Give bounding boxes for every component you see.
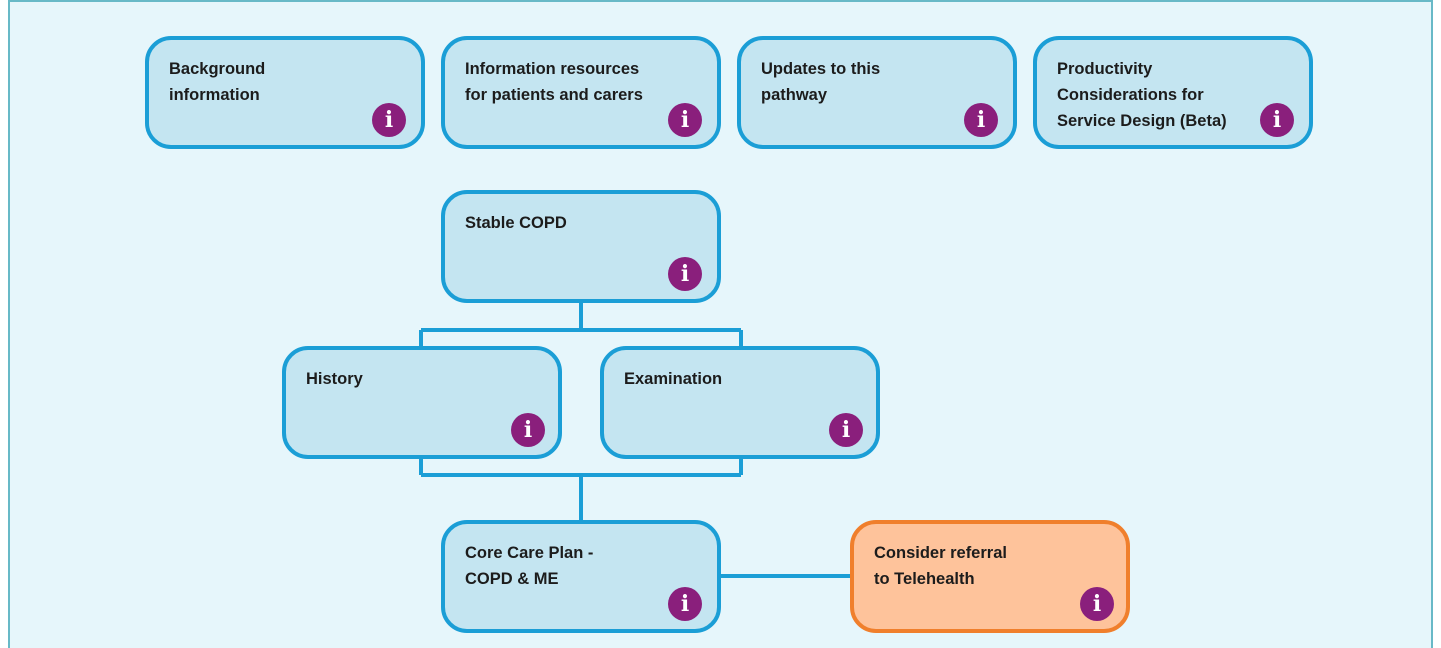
history-box[interactable]: History i bbox=[282, 346, 562, 459]
box-label: Background information bbox=[169, 60, 266, 104]
telehealth-referral-box[interactable]: Consider referral to Telehealth i bbox=[850, 520, 1130, 633]
box-label: Stable COPD bbox=[465, 214, 567, 232]
box-label: Core Care Plan - COPD & ME bbox=[465, 544, 594, 588]
info-icon[interactable]: i bbox=[511, 413, 545, 447]
productivity-considerations-box[interactable]: Productivity Considerations for Service … bbox=[1033, 36, 1313, 149]
updates-to-pathway-box[interactable]: Updates to this pathway i bbox=[737, 36, 1017, 149]
info-icon[interactable]: i bbox=[1080, 587, 1114, 621]
box-label: Examination bbox=[624, 370, 723, 388]
box-label: History bbox=[306, 370, 363, 388]
info-icon[interactable]: i bbox=[829, 413, 863, 447]
examination-box[interactable]: Examination i bbox=[600, 346, 880, 459]
box-label: Information resources for patients and c… bbox=[465, 60, 643, 104]
info-icon[interactable]: i bbox=[668, 257, 702, 291]
connector-branches-to-core-plan bbox=[419, 457, 743, 521]
info-icon[interactable]: i bbox=[964, 103, 998, 137]
box-label: Consider referral to Telehealth bbox=[874, 544, 1007, 588]
stable-copd-box[interactable]: Stable COPD i bbox=[441, 190, 721, 303]
info-icon[interactable]: i bbox=[668, 587, 702, 621]
information-resources-box[interactable]: Information resources for patients and c… bbox=[441, 36, 721, 149]
info-icon[interactable]: i bbox=[668, 103, 702, 137]
info-icon[interactable]: i bbox=[1260, 103, 1294, 137]
box-label: Productivity Considerations for Service … bbox=[1057, 60, 1227, 130]
box-label: Updates to this pathway bbox=[761, 60, 881, 104]
connector-stable-to-branches bbox=[419, 302, 743, 348]
core-care-plan-box[interactable]: Core Care Plan - COPD & ME i bbox=[441, 520, 721, 633]
info-icon[interactable]: i bbox=[372, 103, 406, 137]
background-information-box[interactable]: Background information i bbox=[145, 36, 425, 149]
